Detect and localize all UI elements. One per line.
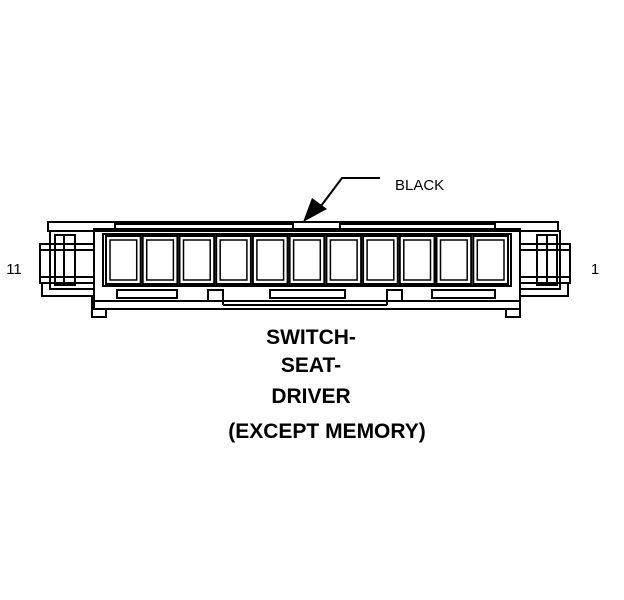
pin-label-left: 11 (6, 261, 22, 278)
leader-arrowhead (303, 198, 327, 222)
cavity-group (105, 235, 509, 285)
color-leader (303, 177, 380, 222)
cavity-inner-10 (145, 239, 175, 281)
cavity-9 (178, 235, 216, 285)
caption-line-1: SWITCH- (266, 326, 356, 349)
cavity-5 (325, 235, 363, 285)
cavity-7 (251, 235, 289, 285)
cavity-inner-6 (292, 239, 322, 281)
left-foot (41, 283, 107, 318)
bottom-rib-1 (116, 289, 178, 299)
cavity-11 (105, 235, 142, 285)
bottom-rib-3 (431, 289, 496, 299)
cavity-inner-2 (439, 239, 468, 281)
bottom-notch-left (207, 289, 224, 305)
cavity-10 (141, 235, 179, 285)
caption-line-2: SEAT- (281, 354, 341, 377)
caption-note: (EXCEPT MEMORY) (228, 420, 426, 443)
cavity-inner-11 (109, 239, 138, 281)
bottom-bar (93, 301, 521, 310)
leader-line (317, 177, 380, 211)
cavity-inner-8 (219, 239, 248, 281)
cavity-inner-9 (182, 239, 211, 281)
connector-color-label: BLACK (395, 177, 444, 194)
cavity-8 (215, 235, 252, 285)
caption-line-3: DRIVER (271, 385, 350, 408)
left-end-inner (49, 230, 95, 290)
cavity-inner-3 (403, 239, 432, 281)
cavity-3 (398, 235, 436, 285)
cavity-inner-7 (256, 239, 285, 281)
cavity-1 (472, 235, 509, 285)
pin-label-right: 1 (591, 261, 599, 278)
cavity-frame (102, 233, 512, 287)
bottom-rib-2 (269, 289, 346, 299)
cavity-inner-4 (366, 239, 395, 281)
cavity-inner-5 (329, 239, 358, 281)
cavity-6 (288, 235, 326, 285)
bottom-notch-right (386, 289, 403, 305)
cavity-2 (435, 235, 473, 285)
cavity-4 (362, 235, 399, 285)
right-end-inner (519, 230, 561, 290)
cavity-inner-1 (476, 239, 505, 281)
